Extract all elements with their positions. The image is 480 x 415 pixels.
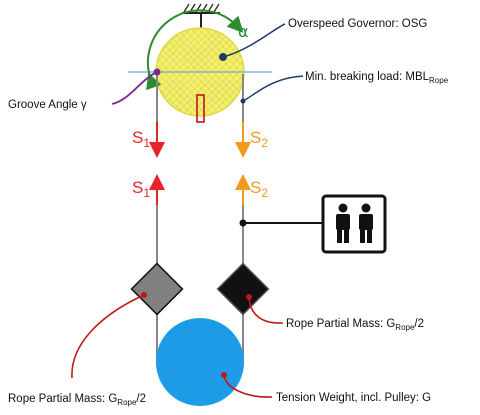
rope-mass-right-leader [248,296,284,324]
groove-angle-label: Groove Angle γ [8,99,87,111]
rope-mass-left-leader [71,294,145,379]
rope-mass-right-label: Rope Partial Mass: GRope/2 [286,318,424,332]
osg-slot [196,94,205,123]
osg-leader [222,23,286,58]
rope-mass-left [130,262,184,316]
s2-upper-label: S2 [250,128,268,150]
osg-label: Overspeed Governor: OSG [288,18,427,30]
s1-upper-label: S1 [132,128,150,150]
alpha-arc [146,9,244,91]
s2-lower-label: S2 [250,178,268,200]
mbl-label: Min. breaking load: MBLRope [305,71,449,85]
groove-angle-leader [111,71,158,105]
rope-mass-left-label: Rope Partial Mass: GRope/2 [8,393,146,407]
alpha-symbol: α [238,22,249,41]
rope-mass-right [216,262,270,316]
tension-weight-label: Tension Weight, incl. Pulley: G [276,392,431,404]
passengers-icon [321,194,387,254]
s1-lower-label: S1 [132,178,150,200]
mbl-leader [242,75,304,102]
tension-weight [156,318,244,406]
tension-weight-leader [223,374,273,398]
